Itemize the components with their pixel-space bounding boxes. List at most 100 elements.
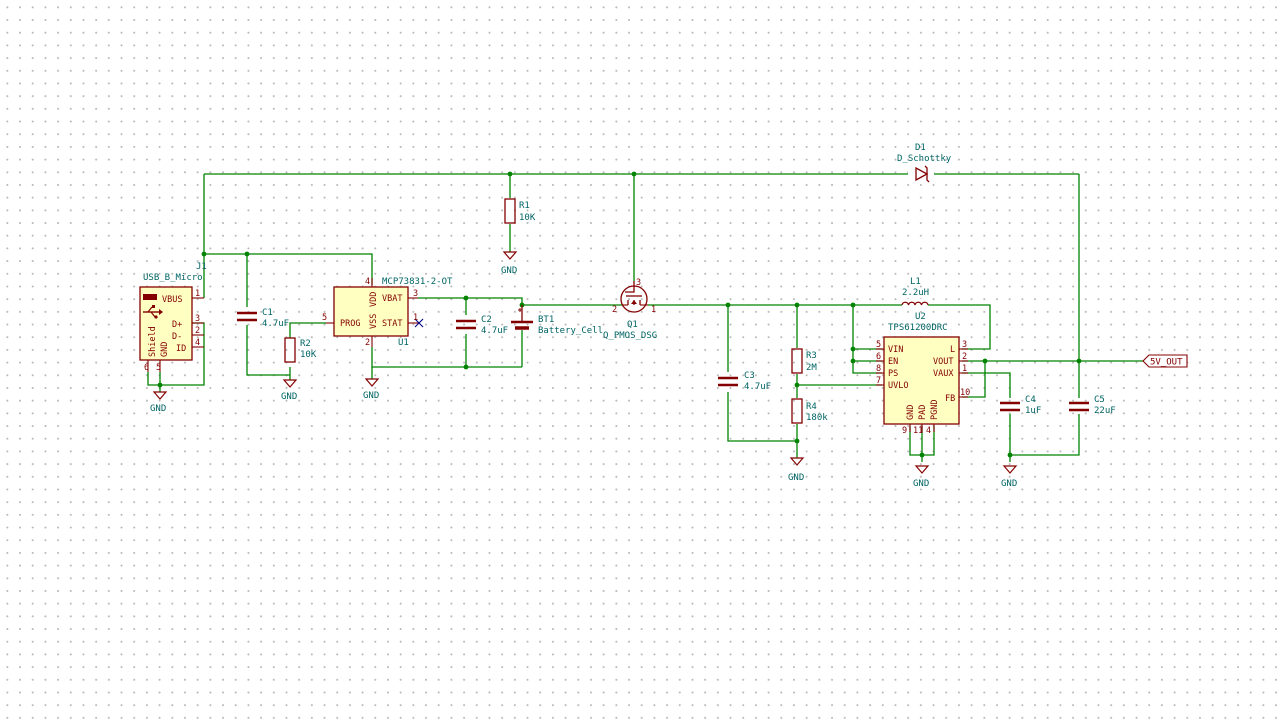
j1-pinnum-shield: 6: [144, 363, 149, 373]
net-label-text: 5V_OUT: [1150, 358, 1183, 368]
wires: [147, 173, 1143, 462]
bt1-ref: BT1: [538, 315, 554, 325]
pmos-transistor-q1[interactable]: 3 2 1 Q1 Q_PMOS_DSG: [603, 278, 657, 341]
u1-pinnum-vss: 2: [365, 338, 370, 348]
capacitor-c3[interactable]: C3 4.7uF: [718, 371, 771, 392]
j1-pin-dm: D-: [172, 332, 182, 342]
d1-ref: D1: [915, 143, 926, 153]
u2-pin-l-in: L: [950, 345, 955, 355]
capacitor-c5[interactable]: C5 22uF: [1069, 395, 1116, 416]
j1-pinnum-vbus: 1: [195, 289, 200, 299]
j1-pinnum-gnd: 5: [156, 363, 161, 373]
u2-pinnum-vout: 2: [962, 352, 967, 362]
u2-pin-vout: VOUT: [933, 357, 953, 367]
u1-pinnum-vbat: 3: [413, 289, 418, 299]
r4-ref: R4: [806, 402, 817, 412]
u2-pin-pad: PAD: [918, 405, 928, 420]
u2-pin-uvlo: UVLO: [888, 381, 908, 391]
c1-ref: C1: [262, 308, 273, 318]
ground-label: GND: [281, 392, 297, 402]
q1-value: Q_PMOS_DSG: [603, 331, 657, 341]
ground-u2[interactable]: GND: [913, 465, 930, 489]
u2-pinnum-gnd: 9: [902, 426, 907, 436]
u2-pinnum-l-in: 3: [962, 340, 967, 350]
u2-pin-gnd: GND: [906, 405, 916, 420]
l1-ref: L1: [910, 277, 921, 287]
resistor-r1[interactable]: R1 10K: [504, 198, 536, 224]
u1-value: MCP73831-2-OT: [382, 277, 453, 287]
u2-pin-vin: VIN: [888, 345, 903, 355]
c5-ref: C5: [1094, 395, 1105, 405]
bt1-value: Battery_Cell: [538, 326, 603, 336]
c4-value: 1uF: [1025, 406, 1041, 416]
j1-pinnum-dp: 3: [195, 314, 200, 324]
r1-ref: R1: [519, 201, 530, 211]
j1-ref: J1: [196, 262, 207, 272]
ground-c4[interactable]: GND: [1001, 465, 1018, 489]
c3-ref: C3: [744, 371, 755, 381]
ground-u1[interactable]: GND: [363, 367, 380, 401]
boost-converter-u2[interactable]: U2 TPS61200DRC VIN EN PS UVLO L VOUT VAU…: [876, 312, 970, 436]
u2-pin-pgnd: PGND: [930, 400, 940, 420]
j1-pinnum-id: 4: [195, 338, 200, 348]
q1-pinnum-d: 2: [612, 305, 617, 315]
ground-r4[interactable]: GND: [788, 457, 805, 483]
ground-j1[interactable]: GND: [150, 391, 168, 414]
capacitor-c4[interactable]: C4 1uF: [1000, 395, 1041, 416]
j1-pin-dp: D+: [172, 320, 182, 330]
u1-ref: U1: [398, 338, 409, 348]
u1-pin-vdd: VDD: [369, 292, 379, 307]
schottky-diode-d1[interactable]: D1 D_Schottky: [897, 143, 952, 183]
u1-pin-vss: VSS: [369, 314, 379, 329]
ground-label: GND: [1001, 479, 1017, 489]
d1-value: D_Schottky: [897, 154, 952, 164]
q1-pinnum-s: 1: [651, 305, 656, 315]
u2-pinnum-pgnd: 4: [926, 426, 931, 436]
j1-pin-vbus: VBUS: [162, 295, 182, 305]
ground-r1[interactable]: GND: [501, 251, 518, 276]
capacitor-c2[interactable]: C2 4.7uF: [456, 315, 508, 336]
u2-value: TPS61200DRC: [888, 323, 948, 333]
capacitor-c1[interactable]: C1 4.7uF: [237, 308, 289, 329]
u1-pinnum-prog: 5: [322, 313, 327, 323]
u2-pinnum-en: 6: [876, 352, 881, 362]
c2-ref: C2: [481, 315, 492, 325]
ground-label: GND: [501, 266, 517, 276]
c5-value: 22uF: [1094, 406, 1116, 416]
ground-label: GND: [913, 479, 929, 489]
c3-value: 4.7uF: [744, 382, 771, 392]
ground-r2[interactable]: GND: [281, 375, 298, 402]
j1-pin-id: ID: [176, 344, 186, 354]
u2-pin-vaux: VAUX: [933, 369, 954, 379]
j1-pin-shield: Shield: [148, 326, 158, 357]
net-label-5v-out[interactable]: 5V_OUT: [1142, 354, 1188, 368]
charger-ic-u1[interactable]: MCP73831-2-OT PROG VSS VDD VBAT STAT 5 3…: [322, 277, 453, 348]
u2-pinnum-vin: 5: [876, 340, 881, 350]
r1-value: 10K: [519, 213, 536, 223]
u1-pin-prog: PROG: [340, 319, 360, 329]
c2-value: 4.7uF: [481, 326, 508, 336]
u2-pin-en: EN: [888, 357, 898, 367]
resistor-r4[interactable]: R4 180k: [791, 398, 828, 424]
junctions: [157, 171, 1082, 458]
r2-ref: R2: [300, 339, 311, 349]
u1-pinnum-vdd: 4: [365, 277, 370, 287]
u2-pinnum-ps: 8: [876, 364, 881, 374]
u2-ref: U2: [915, 312, 926, 322]
usb-symbol-icon: [143, 305, 163, 319]
j1-pin-gnd: GND: [160, 342, 170, 357]
u2-pinnum-fb: 10: [960, 388, 970, 398]
usb-connector-j1[interactable]: J1 USB_B_Micro VBUS D+ D- ID Shield GND …: [139, 262, 207, 373]
ground-label: GND: [363, 391, 379, 401]
j1-value: USB_B_Micro: [143, 273, 203, 283]
inductor-l1[interactable]: L1 2.2uH: [901, 277, 929, 307]
resistor-r3[interactable]: R3 2M: [791, 348, 817, 374]
u1-pinnum-stat: 1: [413, 313, 418, 323]
r3-value: 2M: [806, 363, 817, 373]
battery-bt1[interactable]: BT1 Battery_Cell: [511, 305, 603, 336]
u2-pinnum-uvlo: 7: [876, 376, 881, 386]
usb-port-icon: [143, 294, 157, 300]
j1-pinnum-dm: 2: [195, 326, 200, 336]
resistor-r2[interactable]: R2 10K: [284, 337, 317, 363]
